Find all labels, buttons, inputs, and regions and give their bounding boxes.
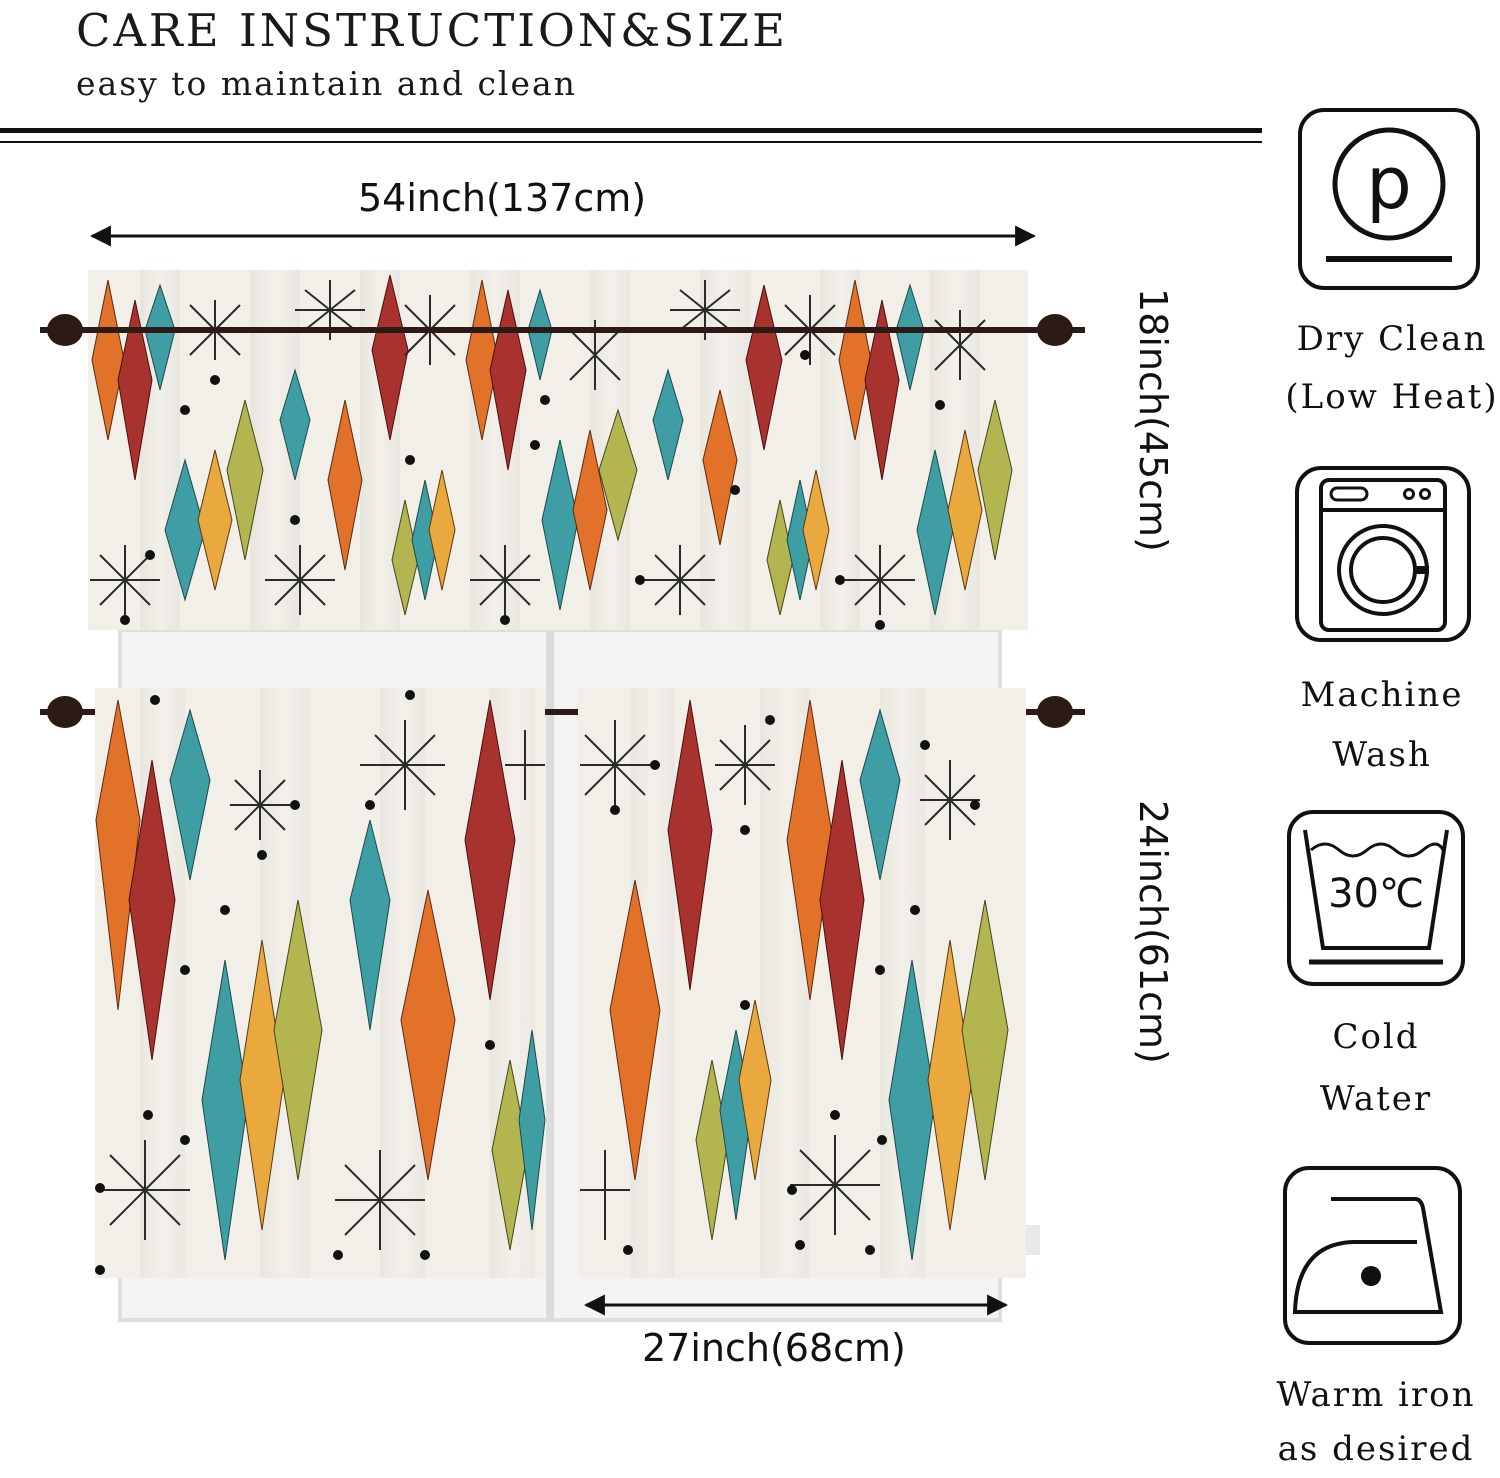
diamond-shape (802, 469, 830, 591)
dry-clean-label-2: (Low Heat) (1285, 377, 1499, 417)
tier-width-label: 27inch(68cm) (642, 1326, 906, 1370)
header-divider-thick (0, 128, 1262, 133)
wash-temperature-label: 30℃ (1328, 871, 1424, 917)
diamond-shape (652, 368, 684, 481)
diamond-shape (527, 288, 553, 381)
diamond-shape (164, 458, 206, 602)
warm-iron-label-1: Warm iron (1276, 1375, 1476, 1415)
iron-icon (1283, 1166, 1462, 1345)
diamond-shape (838, 279, 872, 441)
header-divider-thin (0, 141, 1262, 143)
cold-water-label-2: Water (1319, 1079, 1433, 1119)
diamond-shape (947, 429, 983, 591)
diamond-shape (895, 283, 925, 391)
diamond-shape (541, 439, 579, 611)
diamond-shape (489, 289, 527, 471)
diamond-shape (226, 399, 264, 561)
tier-panel-right (578, 688, 1026, 1278)
warm-iron-label-2: as desired (1277, 1429, 1475, 1469)
tier-panel-left (95, 688, 546, 1278)
diamond-shape (916, 449, 954, 616)
curtain-illustration (40, 225, 1085, 1322)
diamond-shape (465, 279, 499, 441)
diamond-shape (977, 399, 1013, 561)
valance-panel (88, 270, 1028, 630)
valance-width-label: 54inch(137cm) (358, 176, 647, 220)
diamond-shape (91, 279, 125, 441)
diamond-shape (117, 299, 153, 481)
svg-text:p: p (1366, 141, 1412, 225)
diamond-shape (327, 399, 363, 571)
diamond-shape (428, 469, 456, 591)
diamond-shape (371, 274, 409, 441)
diamond-shape (197, 449, 233, 591)
curtain-rod-top (40, 314, 1085, 346)
page-subtitle: easy to maintain and clean (76, 64, 577, 103)
dry-clean-icon: p (1298, 108, 1480, 290)
dry-clean-label-1: Dry Clean (1296, 319, 1488, 359)
wash-tub-icon (1287, 810, 1465, 986)
diamond-shape (279, 368, 311, 481)
tier-height-label: 24inch(61cm) (1131, 800, 1175, 1064)
page-title: CARE INSTRUCTION&SIZE (76, 4, 789, 57)
dot-shapes (120, 350, 945, 630)
diamond-shape (745, 284, 783, 451)
diamond-shape (598, 408, 638, 542)
cold-water-label-1: Cold (1332, 1017, 1420, 1057)
diamond-shape (864, 299, 900, 481)
washing-machine-icon (1295, 466, 1471, 642)
machine-wash-label-1: Machine (1300, 675, 1464, 715)
diamond-shape (144, 283, 176, 391)
diamond-shape (702, 389, 738, 546)
machine-wash-label-2: Wash (1332, 735, 1432, 775)
valance-height-label: 18inch(45cm) (1131, 288, 1175, 552)
